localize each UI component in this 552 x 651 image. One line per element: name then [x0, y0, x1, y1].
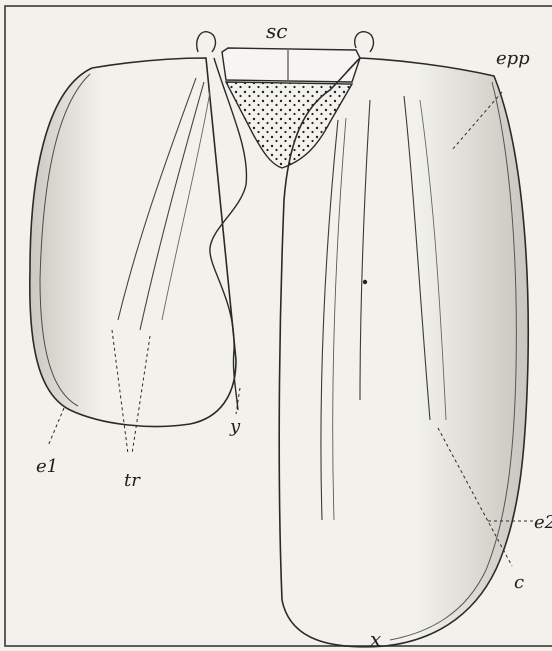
- label-e1: e1: [36, 456, 58, 477]
- label-c: c: [514, 572, 524, 593]
- left-elytron: [30, 58, 236, 426]
- right-hinge: [355, 32, 374, 52]
- leader-e1: [48, 408, 64, 446]
- scutellum-plate: [222, 48, 360, 82]
- left-hinge: [197, 32, 216, 52]
- label-tr: tr: [124, 470, 141, 491]
- label-y: y: [229, 416, 241, 437]
- label-sc: sc: [266, 19, 287, 43]
- label-x: x: [370, 627, 381, 651]
- right-elytron: [279, 58, 528, 647]
- label-e2: e2: [534, 512, 552, 533]
- dot-mark: [363, 280, 367, 284]
- label-epp: epp: [496, 48, 530, 69]
